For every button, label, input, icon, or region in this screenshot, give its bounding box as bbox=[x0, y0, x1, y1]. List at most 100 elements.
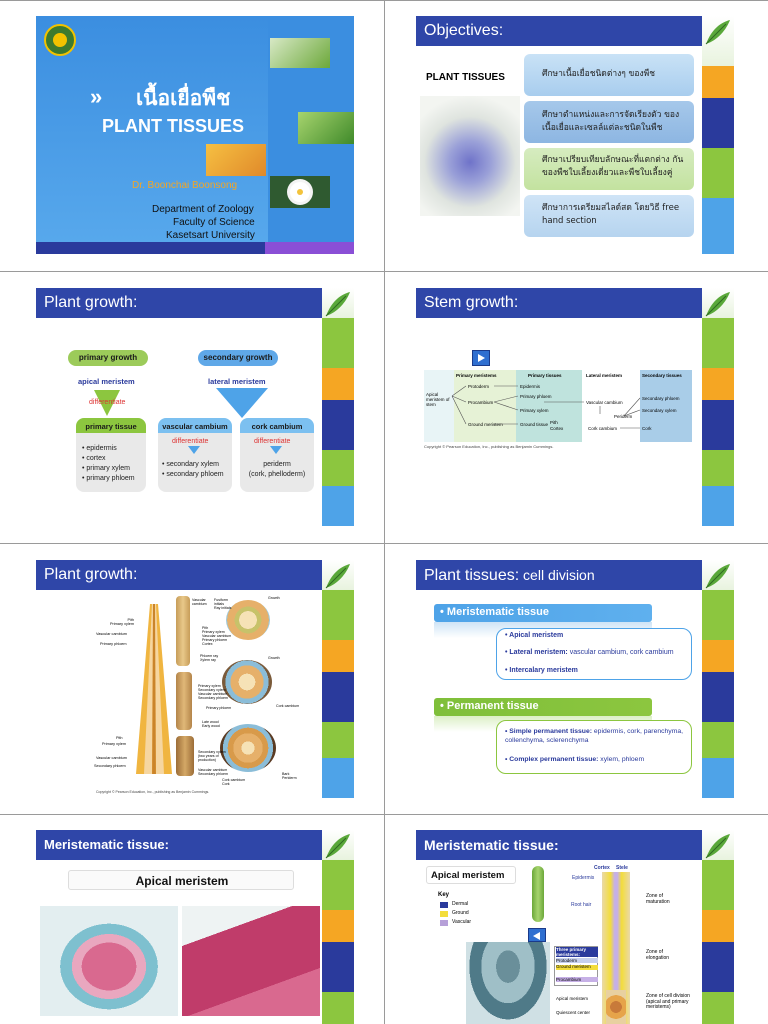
department: Department of Zoology bbox=[152, 204, 254, 215]
lm-label: Vascular cambium bbox=[586, 400, 623, 405]
side-decoration bbox=[702, 288, 734, 526]
left-label: Pith bbox=[116, 736, 123, 740]
vascular-cambium-box: vascular cambium differentiate • seconda… bbox=[158, 418, 232, 492]
cover-title: PLANT TISSUES bbox=[102, 116, 245, 136]
caption-box: Apical meristem bbox=[68, 870, 294, 890]
stem-segment-3 bbox=[176, 736, 194, 776]
permanent-list: • Simple permanent tissue: epidermis, co… bbox=[496, 720, 692, 774]
author-name: Dr. Boonchai Boonsong bbox=[132, 180, 238, 191]
right-label: Cork cambium bbox=[276, 704, 300, 708]
photo-green-leaf bbox=[298, 112, 354, 144]
m-item: • Lateral meristem: vascular cambium, co… bbox=[505, 649, 674, 656]
start-label: Apical meristem of stem bbox=[426, 392, 450, 407]
three-item: Protoderm bbox=[556, 958, 598, 963]
cc-item: (cork, phelloderm) bbox=[248, 471, 306, 478]
cork-cambium-title: cork cambium bbox=[251, 422, 303, 431]
meristematic-title: • Meristematic tissue bbox=[440, 606, 550, 618]
caption-box: Apical meristem bbox=[426, 866, 516, 884]
play-button[interactable] bbox=[472, 350, 490, 366]
slide-objectives: Objectives: PLANT TISSUES ศึกษาเนื้อเยื่… bbox=[416, 16, 734, 254]
leaf-icon bbox=[705, 564, 730, 589]
university-logo bbox=[44, 24, 76, 56]
m-item: • Intercalary meristem bbox=[505, 667, 578, 674]
differentiate-label: differentiate bbox=[254, 438, 291, 445]
arrow-down-green-icon bbox=[94, 390, 120, 416]
zone-label: Zone of cell division (apical and primar… bbox=[646, 993, 690, 1010]
thai-title: เนื้อเยื่อพืช bbox=[136, 86, 231, 110]
slide-meristematic-2: Meristematic tissue: Apical meristem Key… bbox=[416, 830, 734, 1024]
seedling-icon bbox=[532, 866, 544, 922]
primary-growth-pill: primary growth bbox=[68, 350, 148, 366]
left-label: Primary xylem bbox=[102, 742, 127, 746]
pt-label: Pith bbox=[550, 420, 558, 425]
key-item: Vascular bbox=[452, 919, 472, 925]
side-decoration bbox=[322, 560, 354, 798]
pt-item: • primary xylem bbox=[82, 465, 130, 472]
left-label: Primary phloem bbox=[100, 642, 127, 646]
deco-blue-block bbox=[322, 758, 354, 798]
deco-orange-block bbox=[702, 66, 734, 98]
lm-label: Cork cambium bbox=[588, 426, 618, 431]
pm-label: Procambium bbox=[468, 400, 494, 405]
deco-green-block bbox=[322, 318, 354, 368]
title-main: Plant tissues: bbox=[424, 567, 520, 584]
top-label: Epidermis bbox=[572, 875, 595, 881]
arrow-down-icon bbox=[270, 446, 282, 454]
deco-green-block bbox=[322, 860, 354, 910]
rewind-icon bbox=[533, 932, 540, 940]
top-label: Cortex bbox=[594, 865, 610, 871]
slide-title: Plant tissues: cell division bbox=[416, 560, 702, 590]
cover-background bbox=[36, 16, 268, 242]
key-title: Key bbox=[438, 892, 450, 898]
photo-white-flower bbox=[270, 176, 330, 208]
deco-orange-block bbox=[322, 368, 354, 400]
meristematic-header: • Meristematic tissue bbox=[434, 604, 652, 622]
left-label: Secondary phloem bbox=[94, 764, 126, 768]
col-header: Lateral meristem bbox=[586, 373, 623, 378]
stem-segment-1 bbox=[176, 596, 190, 666]
deco-orange-block bbox=[322, 910, 354, 942]
left-label: Vascular cambium bbox=[96, 632, 127, 636]
deco-blue-block bbox=[702, 758, 734, 798]
key-swatch-ground bbox=[440, 911, 448, 917]
photo-leaf bbox=[270, 38, 330, 68]
st-label: Cork bbox=[642, 426, 652, 431]
deco-green-block bbox=[702, 722, 734, 758]
key-item: Ground bbox=[452, 910, 469, 916]
right-label: Ray initials bbox=[214, 606, 232, 610]
slide-title: Meristematic tissue: bbox=[416, 830, 702, 860]
leaf-icon bbox=[325, 834, 350, 859]
right-label: Primary phloem bbox=[206, 706, 232, 710]
caption: Apical meristem bbox=[431, 870, 505, 881]
right-label: Growth bbox=[268, 656, 280, 660]
arrow-down-blue-icon bbox=[216, 388, 268, 418]
deco-orange-block bbox=[322, 640, 354, 672]
meristematic-list: • Apical meristem • Lateral meristem: va… bbox=[496, 628, 692, 680]
pt-label: Primary xylem bbox=[520, 408, 549, 413]
deco-blue-block bbox=[702, 486, 734, 526]
bullet-icon: » bbox=[90, 84, 103, 109]
deco-green-block bbox=[702, 148, 734, 198]
side-decoration bbox=[702, 16, 734, 254]
rewind-button[interactable] bbox=[528, 928, 546, 942]
st-label: Secondary phloem bbox=[642, 396, 680, 401]
deco-orange-block bbox=[702, 640, 734, 672]
col-header: Primary meristems bbox=[456, 373, 497, 378]
right-label: Growth bbox=[268, 596, 280, 600]
pt-item: • cortex bbox=[82, 455, 106, 462]
zone-label: Zone of maturation bbox=[646, 893, 670, 905]
caption: Apical meristem bbox=[135, 874, 229, 888]
deco-green-block bbox=[702, 450, 734, 486]
slide-title: Plant growth: bbox=[36, 560, 322, 590]
bottom-label: Quiescent center bbox=[556, 1010, 591, 1015]
pt-label: Primary phloem bbox=[520, 394, 552, 399]
title-sub: cell division bbox=[519, 567, 595, 583]
deco-navy-block bbox=[702, 672, 734, 722]
